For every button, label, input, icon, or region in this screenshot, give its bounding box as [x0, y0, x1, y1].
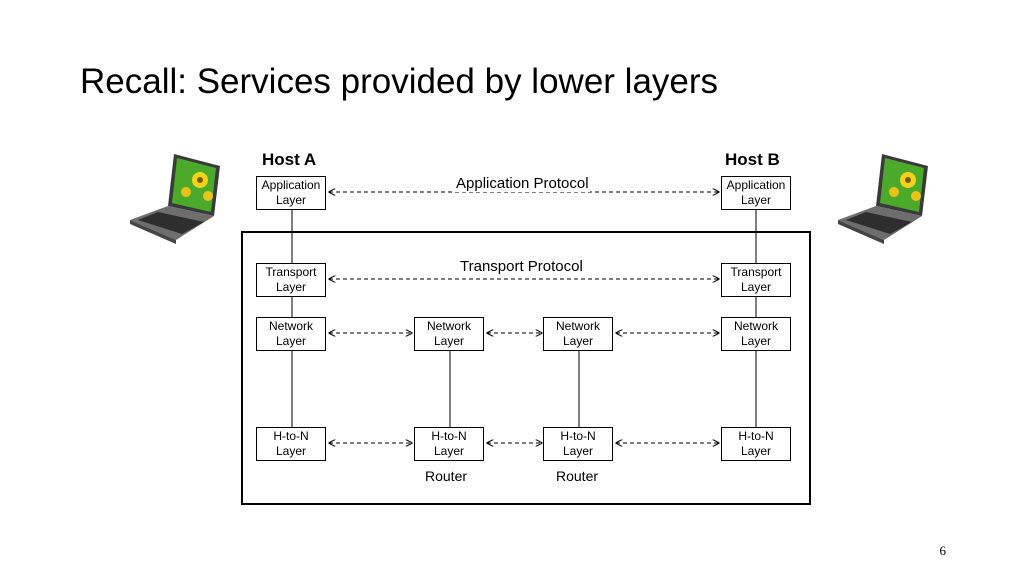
layer-name: Application: [261, 178, 321, 192]
layer-word: Layer: [275, 444, 307, 458]
layer-word: Layer: [740, 280, 772, 294]
layer-word: Layer: [433, 444, 465, 458]
host-b-laptop-icon: [838, 154, 928, 244]
laptop-screen: [168, 154, 220, 216]
router-2-label: Router: [556, 468, 599, 484]
layer-word: Layer: [433, 334, 464, 348]
network-frame: [241, 231, 811, 505]
slide-title: Recall: Services provided by lower layer…: [80, 62, 719, 101]
layer-word: Layer: [275, 280, 307, 294]
transport-protocol-label: Transport Protocol: [460, 258, 583, 275]
layer-name: Network: [426, 319, 471, 333]
page-number: 6: [939, 543, 947, 558]
layer-name: Network: [733, 319, 778, 333]
layer-name: Application: [726, 178, 786, 192]
layer-name: Network: [268, 319, 313, 333]
host-a-label: Host A: [262, 150, 317, 169]
application-protocol-label: Application Protocol: [455, 175, 590, 192]
layer-name: H-to-N: [273, 429, 309, 443]
layer-name: Transport: [265, 265, 317, 279]
layer-name: Transport: [730, 265, 782, 279]
host-a-laptop-icon: [130, 154, 220, 244]
layer-word: Layer: [740, 444, 772, 458]
layer-word: Layer: [275, 193, 307, 207]
layer-name: H-to-N: [560, 429, 596, 443]
layer-word: Layer: [562, 444, 594, 458]
laptop-base: [130, 206, 214, 244]
layer-word: Layer: [740, 334, 771, 348]
router-1-label: Router: [425, 468, 468, 484]
layer-word: Layer: [562, 334, 593, 348]
laptop-base: [838, 206, 922, 244]
layer-name: Network: [555, 319, 600, 333]
layer-name: H-to-N: [738, 429, 774, 443]
layer-name: H-to-N: [431, 429, 467, 443]
laptop-screen: [876, 154, 928, 216]
layer-word: Layer: [740, 193, 772, 207]
host-b-label: Host B: [725, 150, 780, 169]
layer-word: Layer: [275, 334, 306, 348]
